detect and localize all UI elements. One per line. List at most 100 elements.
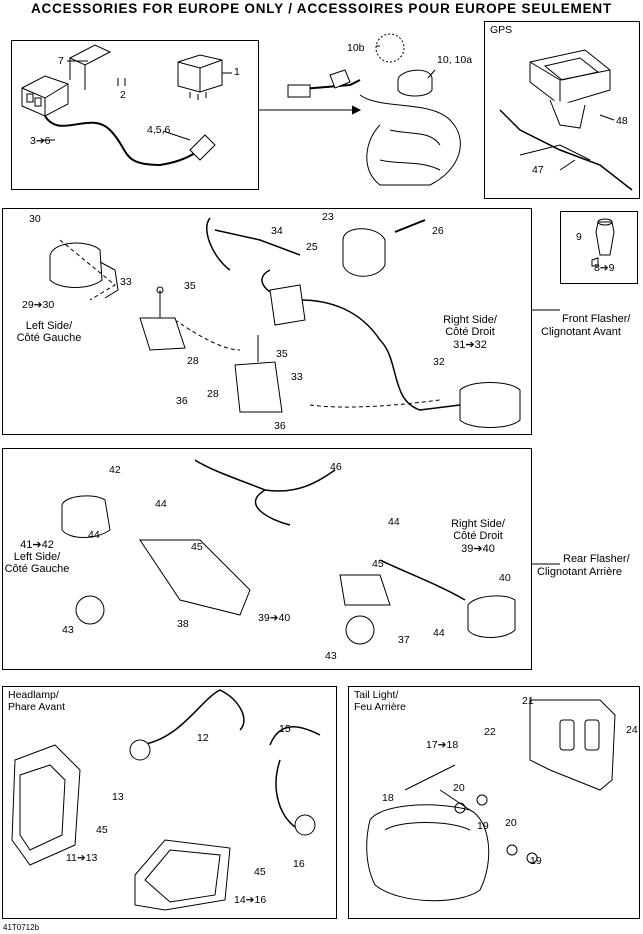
callout: 7: [58, 55, 64, 67]
headlamp-harness: [139, 689, 321, 831]
callout: 1: [234, 66, 240, 78]
tail-label-line1: Tail Light/: [354, 689, 399, 701]
callout: 44: [388, 516, 400, 528]
callout: 20: [505, 817, 517, 829]
callout: 9: [576, 231, 582, 243]
gps-unit: [529, 49, 611, 129]
front-flasher-label-line1: Front Flasher/: [562, 313, 631, 325]
handlebar-assembly: [287, 69, 461, 186]
callout: 46: [330, 461, 342, 473]
callout: 19: [530, 855, 542, 867]
front-left-side-line2: Côté Gauche: [16, 332, 82, 344]
panel-rear-flasher: [2, 448, 532, 670]
front-flasher-label-line2: Clignotant Avant: [541, 326, 621, 338]
callout: 47: [532, 164, 544, 176]
callout: 29➔30: [22, 299, 55, 311]
callout: 8➔9: [594, 262, 615, 274]
front-right-lamp: [459, 382, 521, 428]
callout: 44: [88, 529, 100, 541]
callout: 19: [477, 820, 489, 832]
front-right-side-line1: Right Side/: [443, 314, 497, 326]
callout: 45: [96, 824, 108, 836]
callout: 13: [112, 791, 124, 803]
callout: 2: [120, 89, 126, 101]
callout: 18: [382, 792, 394, 804]
tail-label-line2: Feu Arrière: [354, 701, 406, 713]
front-right-side-line2: Côté Droit: [445, 326, 495, 338]
rear-left-side-line1: 41➔42: [20, 539, 54, 551]
front-bracket-right: [234, 335, 283, 413]
callout: 35: [276, 348, 288, 360]
callout: 33: [120, 276, 132, 288]
headlamp-lens-low: [134, 839, 231, 911]
callout: 32: [433, 356, 445, 368]
callout: 45: [372, 558, 384, 570]
rear-left-side-line3: Côté Gauche: [4, 563, 70, 575]
callout: 17➔18: [426, 739, 459, 751]
callout: 48: [616, 115, 628, 127]
callout: 30: [29, 213, 41, 225]
gps-panel-label: GPS: [490, 24, 513, 36]
rear-left-side-line2: Left Side/: [13, 551, 61, 563]
callout: 23: [322, 211, 334, 223]
front-bracket-left: [139, 286, 186, 351]
callout: 36: [274, 420, 286, 432]
headlamp-label-line2: Phare Avant: [8, 701, 66, 713]
callout: 14➔16: [234, 894, 267, 906]
callout: 44: [155, 498, 167, 510]
callout: 10b: [347, 42, 365, 54]
rear-right-side-line3: 39➔40: [461, 543, 495, 555]
rear-flasher-label-line2: Clignotant Arrière: [537, 566, 622, 578]
callout: 37: [398, 634, 410, 646]
callout: 28: [187, 355, 199, 367]
callout: 38: [177, 618, 189, 630]
callout: 25: [306, 241, 318, 253]
callout: 12: [197, 732, 209, 744]
callout: 45: [191, 541, 203, 553]
callout: 22: [484, 726, 496, 738]
callout: 11➔13: [66, 852, 98, 864]
callout: 42: [109, 464, 121, 476]
callout: 36: [176, 395, 188, 407]
callout: 21: [522, 695, 534, 707]
headlamp-label-line1: Headlamp/: [8, 689, 59, 701]
license-bracket: [529, 699, 616, 791]
gps-cable: [499, 109, 633, 191]
callout: 40: [499, 572, 511, 584]
page-title: ACCESSORIES FOR EUROPE ONLY / ACCESSOIRE…: [31, 1, 612, 16]
front-harness: [206, 217, 461, 411]
callout: 16: [293, 858, 305, 870]
callout: 43: [62, 624, 74, 636]
callout: 43: [325, 650, 337, 662]
panel-gps: [484, 21, 640, 199]
tail-light-lens: [366, 804, 490, 902]
callout: 26: [432, 225, 444, 237]
callout: 4,5,6: [147, 124, 171, 136]
callout: 3➔6: [30, 135, 51, 147]
callout: 35: [184, 280, 196, 292]
callout: 44: [433, 627, 445, 639]
callout: 24: [626, 724, 638, 736]
headlamp-housing: [11, 744, 81, 866]
rear-right-lamp: [467, 595, 516, 638]
figure-code: 41T0712b: [3, 923, 40, 932]
callout: 34: [271, 225, 283, 237]
harness-panel1: [44, 115, 206, 167]
rear-harness: [194, 459, 336, 526]
flasher-relay: [177, 54, 223, 100]
front-right-side-line3: 31➔32: [453, 339, 487, 351]
callout: 28: [207, 388, 219, 400]
front-left-lamp: [49, 242, 119, 299]
rear-left-lamp: [61, 495, 111, 538]
front-left-side-line1: Left Side/: [25, 320, 73, 332]
relay-module: [21, 44, 112, 117]
callout: 15: [279, 723, 291, 735]
callout: 20: [453, 782, 465, 794]
rear-flasher-label-line1: Rear Flasher/: [563, 553, 630, 565]
callout: 10, 10a: [437, 54, 473, 66]
callout: 33: [291, 371, 303, 383]
rear-right-side-line2: Côté Droit: [453, 530, 503, 542]
rear-right-side-line1: Right Side/: [451, 518, 505, 530]
bulb-socket: [591, 218, 615, 267]
